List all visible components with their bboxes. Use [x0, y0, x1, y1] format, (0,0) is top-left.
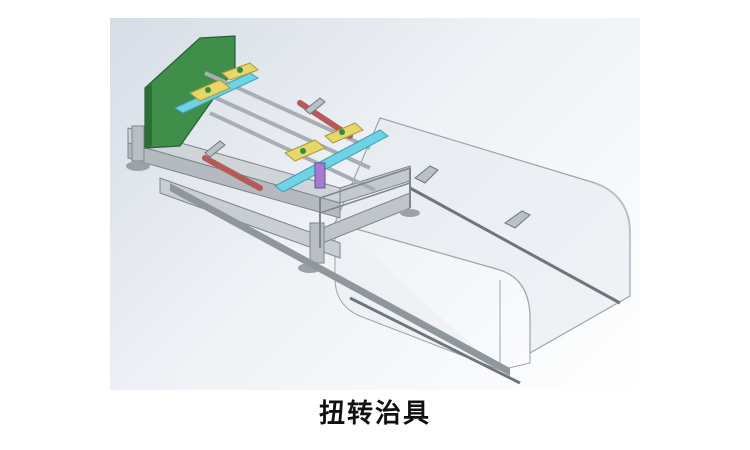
cad-render-panel: [110, 18, 640, 390]
torsion-fixture-illustration: [126, 35, 631, 385]
yellow-clamps: [189, 62, 364, 162]
inner-frame-box: [319, 166, 411, 248]
caption-title: 扭转治具: [318, 399, 431, 429]
transparent-cover: [334, 117, 631, 385]
purple-slider: [314, 162, 326, 189]
toggle-clamps: [204, 97, 326, 158]
base-frame: [126, 125, 510, 376]
